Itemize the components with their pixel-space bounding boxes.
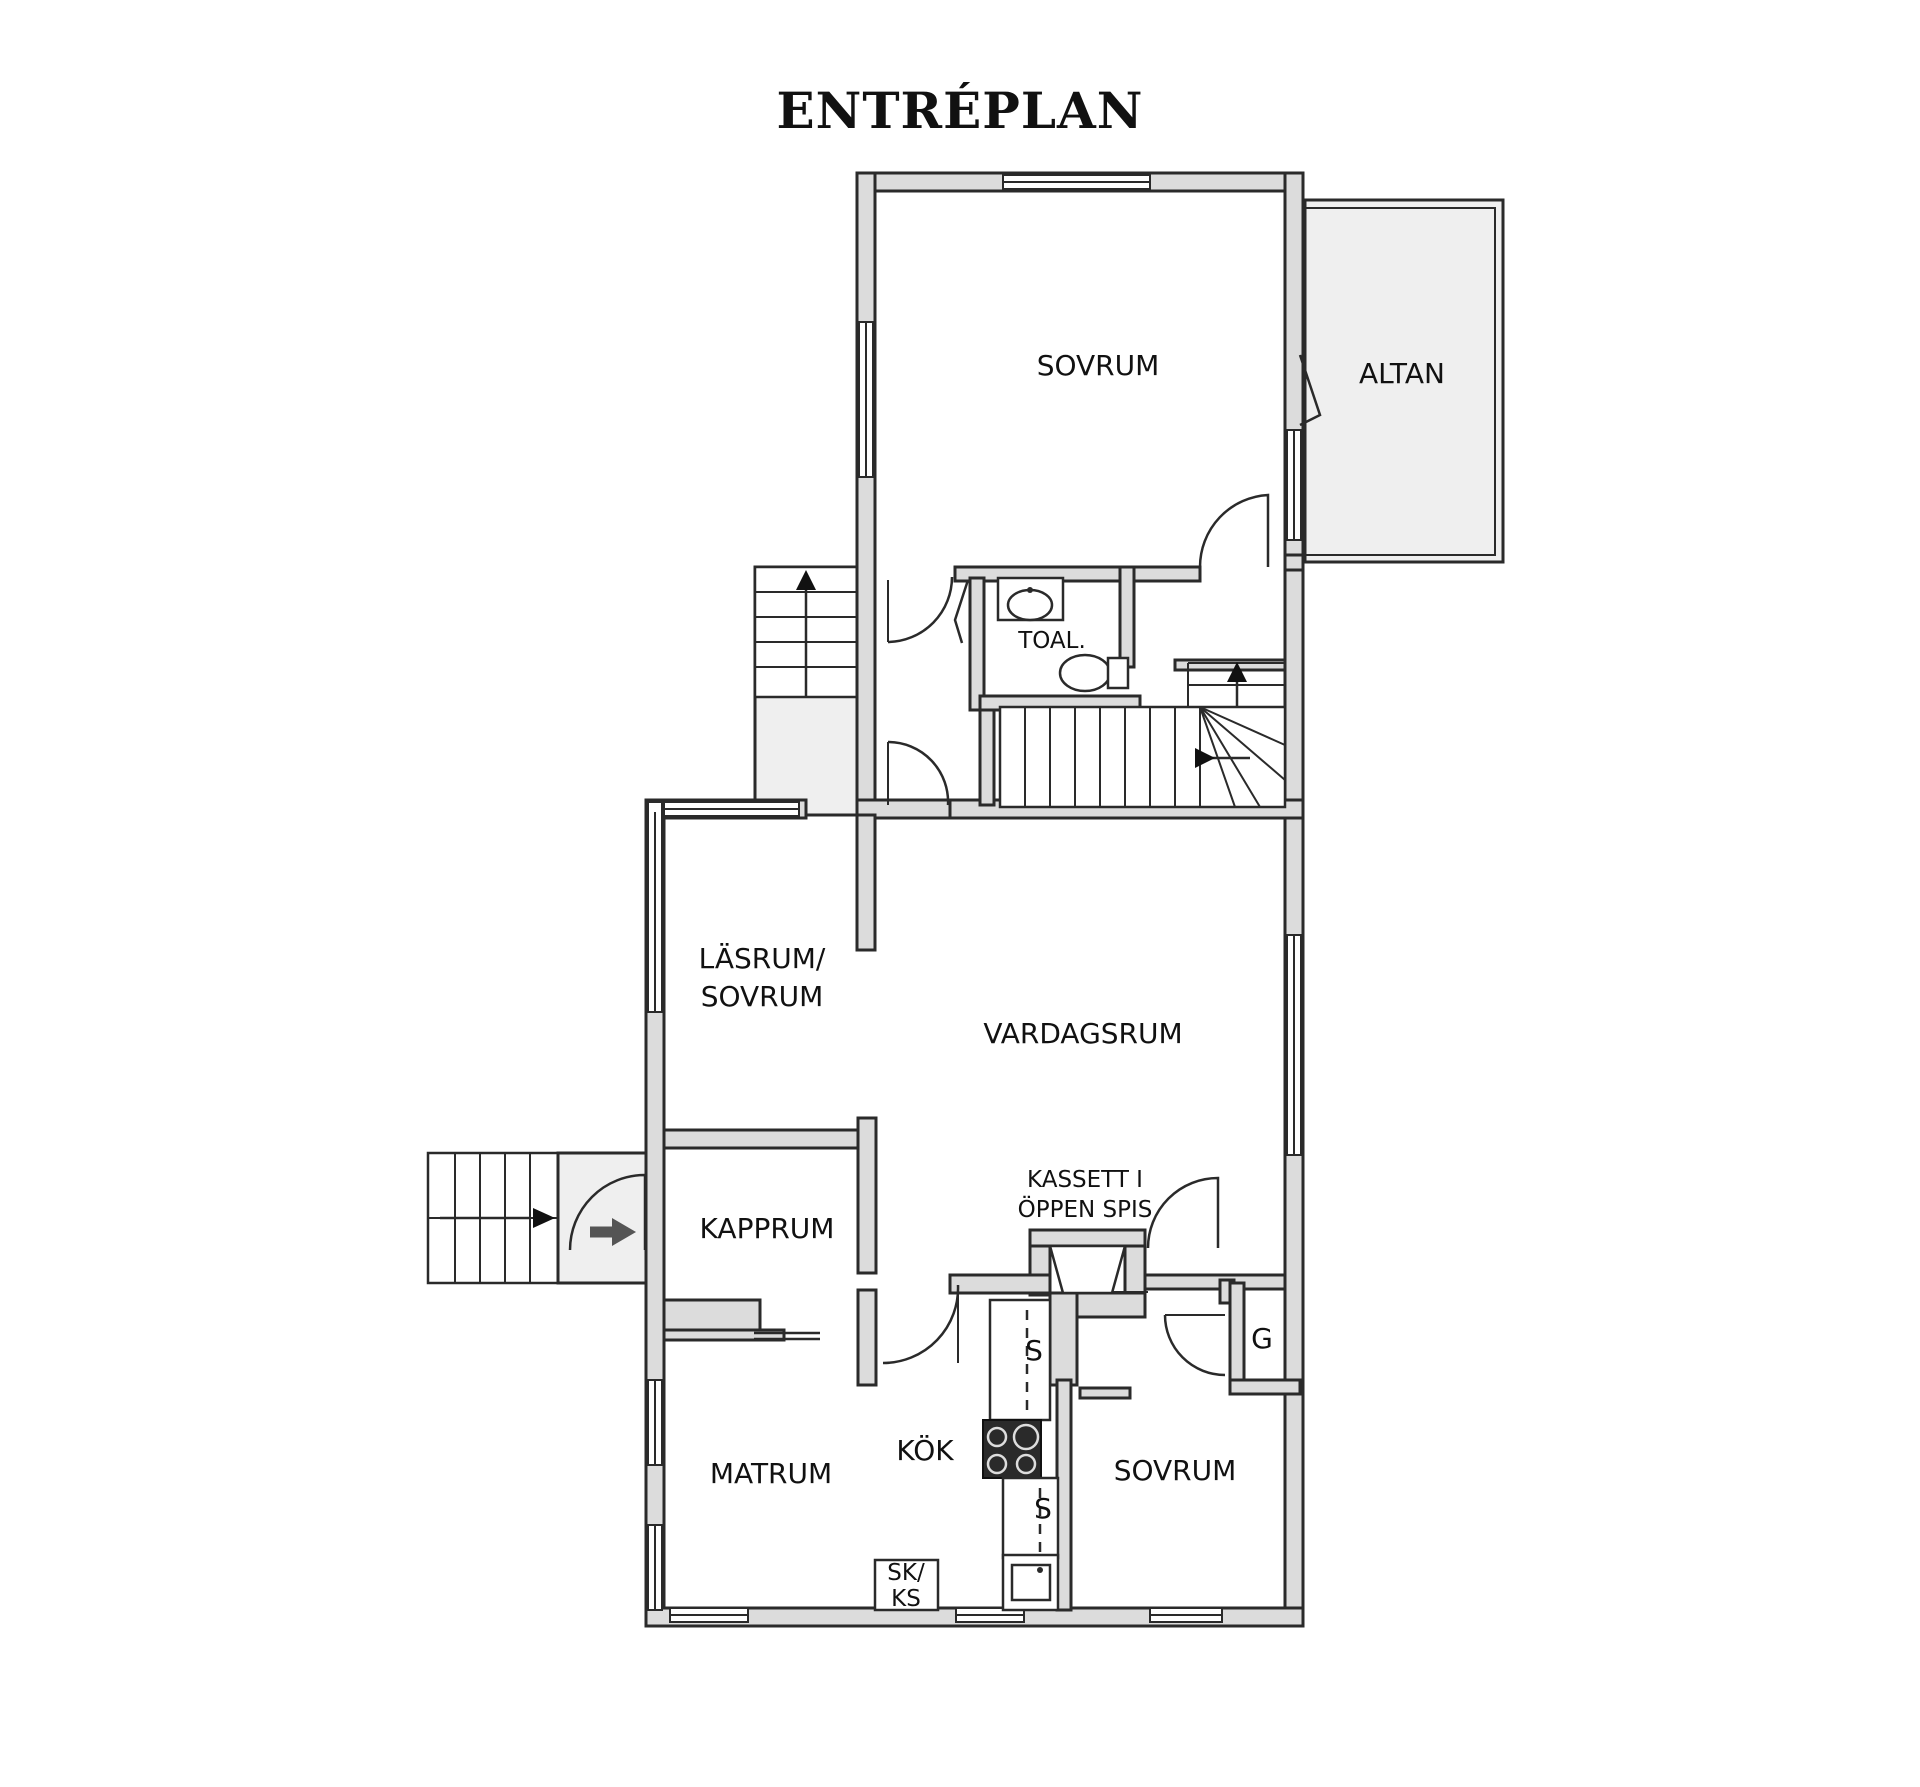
label-kok: KÖK	[896, 1433, 954, 1467]
label-matrum: MATRUM	[710, 1457, 832, 1490]
label-g: G	[1251, 1322, 1273, 1355]
plan-title: ENTRÉPLAN	[777, 81, 1144, 140]
windows	[647, 174, 1302, 1623]
exterior-stairs-north	[753, 565, 859, 817]
doors	[568, 354, 1322, 1377]
toilet-fixtures	[996, 576, 1130, 693]
label-vardagsrum: VARDAGSRUM	[983, 1017, 1182, 1050]
label-kassett-line2: ÖPPEN SPIS	[1018, 1195, 1153, 1223]
label-altan: ALTAN	[1359, 357, 1445, 390]
label-skks-line2: KS	[891, 1586, 921, 1612]
kitchen-fixtures	[873, 1298, 1060, 1612]
label-s-upper: S	[1025, 1334, 1043, 1367]
label-sovrum-bottom: SOVRUM	[1114, 1454, 1237, 1487]
interior-staircase	[998, 662, 1287, 809]
label-kassett-line1: KASSETT I	[1027, 1167, 1143, 1193]
entry-arrow	[590, 1218, 636, 1246]
walls	[644, 171, 1305, 1628]
label-lasrum-line1: LÄSRUM/	[699, 942, 826, 975]
entrance-stairs	[426, 1151, 648, 1285]
label-s-lower: S	[1034, 1492, 1052, 1525]
altan-deck	[1303, 198, 1505, 564]
label-kapprum: KAPPRUM	[700, 1212, 835, 1245]
label-skks-line1: SK/	[887, 1560, 925, 1586]
label-lasrum-line2: SOVRUM	[701, 980, 824, 1013]
label-sovrum-top: SOVRUM	[1037, 349, 1160, 382]
label-toal: TOAL.	[1017, 628, 1086, 654]
fireplace	[1048, 1244, 1127, 1295]
